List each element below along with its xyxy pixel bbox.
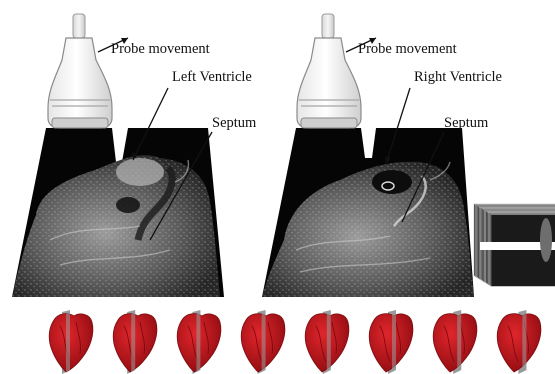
left-ventricle-region — [116, 158, 164, 186]
left-ventricle-label: Left Ventricle — [172, 70, 252, 85]
right-probe-body — [297, 38, 361, 128]
heart-slice-1 — [49, 310, 93, 374]
heart-model — [369, 314, 413, 372]
heart-model — [497, 314, 541, 372]
septum-label-right: Septum — [444, 116, 488, 131]
slice-plane-front — [457, 312, 461, 372]
septum-label-left: Septum — [212, 116, 256, 131]
heart-model — [49, 314, 93, 372]
heart-slice-3 — [177, 310, 221, 374]
heart-slice-6 — [369, 310, 413, 374]
heart-slice-4 — [241, 310, 285, 374]
slice-plane-front — [262, 312, 266, 372]
slice-stack-volume — [474, 204, 555, 286]
slice-plane-front — [392, 312, 396, 372]
left-probe — [48, 14, 112, 128]
right-ultrasound-panel — [262, 128, 474, 297]
left-dark-cavity — [116, 197, 140, 213]
heart-slice-2 — [113, 310, 157, 374]
left-ultrasound-panel — [12, 128, 224, 297]
right-probe — [297, 14, 361, 128]
slice-plane-front — [131, 312, 135, 372]
right-probe-cable — [322, 14, 334, 38]
slice-plane-front — [522, 312, 526, 372]
probe-movement-label-left: Probe movement — [111, 42, 210, 57]
left-probe-cable — [73, 14, 85, 38]
slice-plane-front — [66, 312, 70, 372]
left-probe-tip — [52, 118, 108, 128]
heart-slice-8 — [497, 310, 541, 374]
right-ventricle-label: Right Ventricle — [414, 70, 502, 85]
slice-plane-front — [327, 312, 331, 372]
right-ventricle-region — [372, 170, 412, 194]
heart-model — [433, 314, 477, 372]
heart-slice-7 — [433, 310, 477, 374]
stack-front-tissue — [540, 218, 552, 262]
probe-movement-label-right: Probe movement — [358, 42, 457, 57]
left-probe-body — [48, 38, 112, 128]
heart-row — [49, 310, 541, 374]
right-probe-tip — [301, 118, 357, 128]
heart-slice-5 — [305, 310, 349, 374]
slice-plane-front — [196, 312, 200, 372]
